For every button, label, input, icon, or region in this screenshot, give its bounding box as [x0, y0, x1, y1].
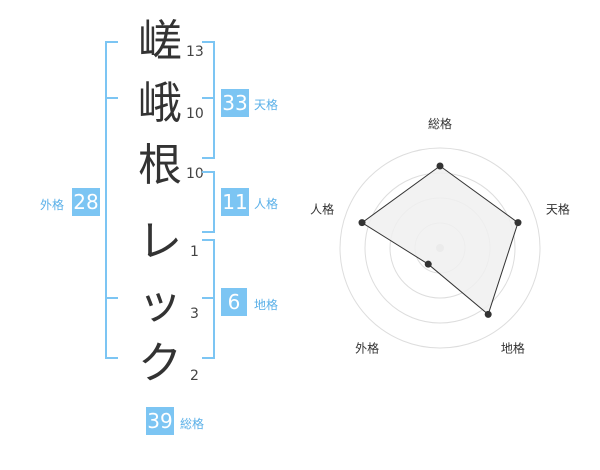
radar-axis-label-5: 人格: [310, 202, 334, 217]
jinkaku-bracket: [202, 171, 215, 233]
stroke-count-5: 3: [190, 306, 199, 322]
stroke-count-6: 2: [190, 368, 199, 384]
tenkaku-bracket: [202, 41, 215, 159]
name-char-4: レ: [138, 216, 182, 267]
radar-points: [358, 162, 522, 318]
radar-point-1: [436, 162, 444, 170]
tenkaku-value: 33: [221, 89, 249, 117]
gaikaku-label: 外格: [40, 198, 65, 212]
stroke-count-4: 1: [190, 244, 199, 260]
name-char-3: 根: [138, 140, 182, 191]
chikaku-value: 6: [221, 288, 247, 316]
gaikaku-value: 28: [72, 188, 100, 216]
radar-ring: [339, 147, 541, 349]
stroke-count-2: 10: [186, 106, 204, 122]
jinkaku-label: 人格: [254, 197, 279, 211]
radar-axis-label-2: 天格: [546, 202, 570, 217]
jinkaku-value: 11: [221, 188, 249, 216]
radar-axis-label-4: 外格: [355, 340, 379, 355]
gaikaku-bracket: [105, 41, 118, 359]
radar-point-4: [424, 260, 432, 268]
tenkaku-label: 天格: [254, 98, 279, 112]
radar-axis-label-1: 総格: [428, 116, 452, 131]
radar-area: [361, 165, 519, 316]
name-char-5: ッ: [138, 278, 182, 329]
soukaku-label: 総格: [180, 417, 205, 431]
stroke-count-1: 13: [186, 44, 204, 60]
radar-point-5: [358, 219, 366, 227]
chikaku-label: 地格: [254, 298, 279, 312]
name-char-1: 嵯: [138, 16, 182, 67]
name-char-6: ク: [138, 338, 182, 389]
soukaku-value: 39: [146, 407, 174, 435]
radar-point-2: [514, 219, 522, 227]
stroke-count-3: 10: [186, 166, 204, 182]
radar-point-3: [484, 310, 492, 318]
radar-axis-label-3: 地格: [501, 340, 525, 355]
name-char-2: 峨: [138, 78, 182, 129]
